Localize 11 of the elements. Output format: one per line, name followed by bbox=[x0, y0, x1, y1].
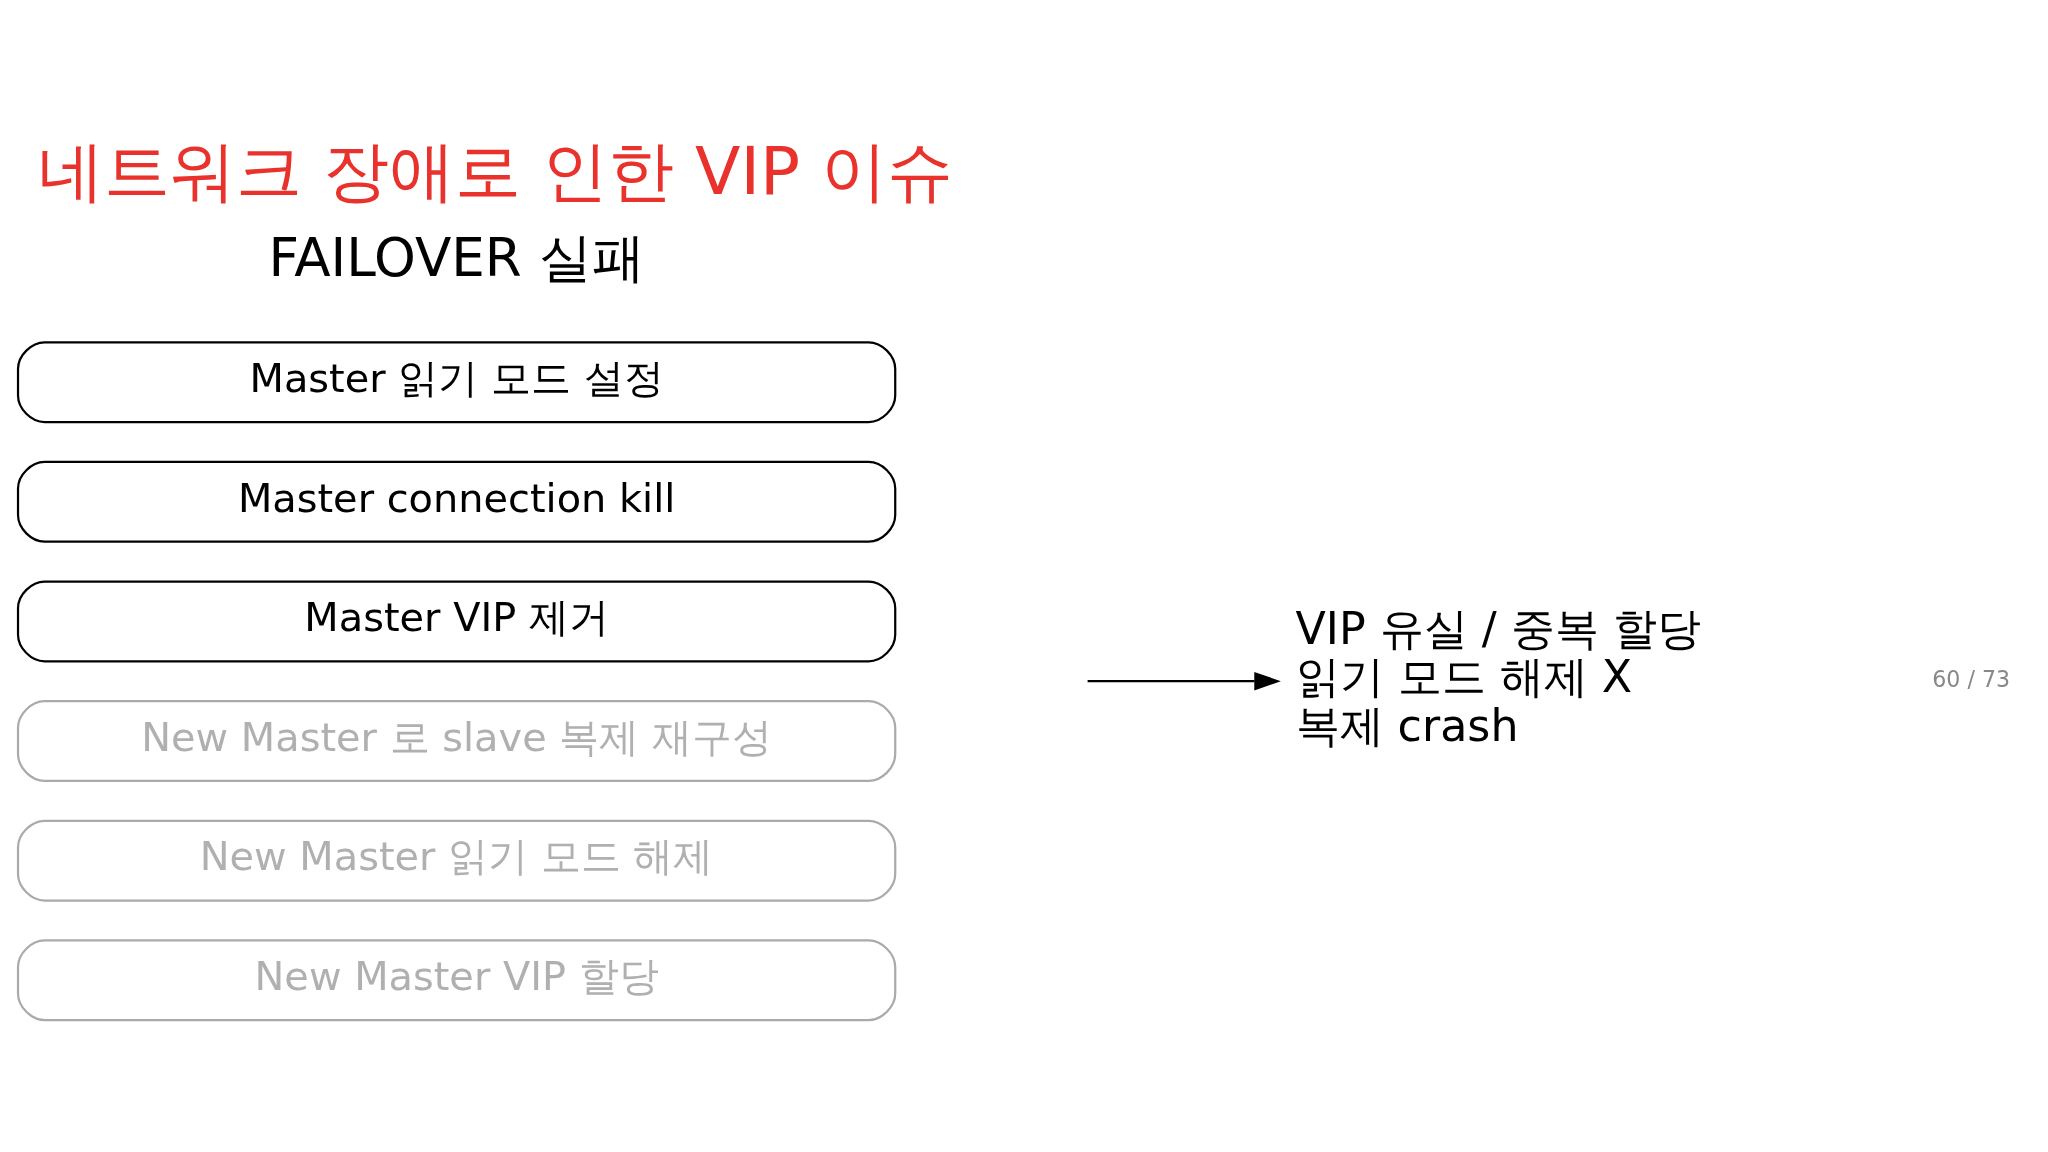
node-box: New Master 읽기 모드 해제 bbox=[16, 819, 896, 902]
node-box: Master 읽기 모드 설정 bbox=[16, 341, 896, 424]
node-box: Master VIP 제거 bbox=[16, 580, 896, 663]
node-text: VIP 유실 / 중복 할당 읽기 모드 해제 X 복제 crash bbox=[1295, 602, 1701, 752]
diagram-title: 네트워크 장애로 인한 VIP 이슈 bbox=[37, 131, 953, 210]
node-box: New Master VIP 할당 bbox=[16, 939, 896, 1022]
label: 60 / 73 bbox=[1931, 665, 2010, 692]
node-box: New Master 로 slave 복제 재구성 bbox=[16, 700, 896, 782]
label: FAILOVER 실패 bbox=[268, 227, 645, 290]
node-box: Master connection kill bbox=[16, 460, 896, 543]
arrow bbox=[1087, 671, 1281, 691]
